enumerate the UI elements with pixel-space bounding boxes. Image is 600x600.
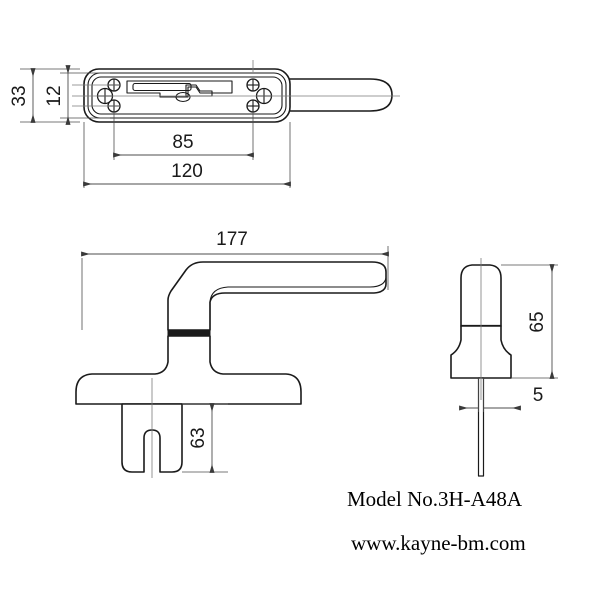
dimension-label-177: 177 xyxy=(216,229,248,250)
caption-group: Model No.3H-A48A www.kayne-bm.com xyxy=(347,487,526,555)
dimension-63: 63 xyxy=(182,403,228,473)
top-view-pivot-boss xyxy=(175,91,191,103)
front-view-rosette xyxy=(75,335,302,405)
dimension-label-63: 63 xyxy=(188,427,209,448)
dimension-85: 85 xyxy=(113,112,254,160)
screw-cross-icon xyxy=(247,79,259,91)
top-view-recess-outline xyxy=(126,80,233,98)
dimension-label-120: 120 xyxy=(171,161,203,182)
dimension-label-33: 33 xyxy=(9,85,30,106)
dimension-5: 5 xyxy=(459,378,544,412)
front-view-lever-upper xyxy=(167,261,387,331)
screw-cross-icon xyxy=(247,100,259,112)
top-view-handle-arm xyxy=(287,78,393,112)
front-view-group: 177 63 xyxy=(75,229,389,478)
dimension-label-12: 12 xyxy=(44,85,65,106)
model-number-text: Model No.3H-A48A xyxy=(347,487,523,511)
top-view-slot xyxy=(132,82,192,92)
dimension-label-85: 85 xyxy=(172,132,193,153)
dimension-12: 12 xyxy=(44,65,110,125)
dimension-label-65: 65 xyxy=(527,311,548,332)
website-text: www.kayne-bm.com xyxy=(351,531,526,555)
top-view-group: 33 12 85 120 xyxy=(9,60,400,188)
dimension-label-5: 5 xyxy=(533,385,544,406)
dimension-177: 177 xyxy=(81,229,389,330)
top-view-base-mid xyxy=(87,72,287,119)
side-view-group: 65 5 xyxy=(450,258,558,477)
front-view-neck-band xyxy=(167,329,211,337)
dimension-65: 65 xyxy=(501,264,558,379)
front-view-lever-inner-curve xyxy=(209,277,387,331)
dimension-120: 120 xyxy=(83,122,291,188)
top-view-base-inner xyxy=(91,76,283,115)
